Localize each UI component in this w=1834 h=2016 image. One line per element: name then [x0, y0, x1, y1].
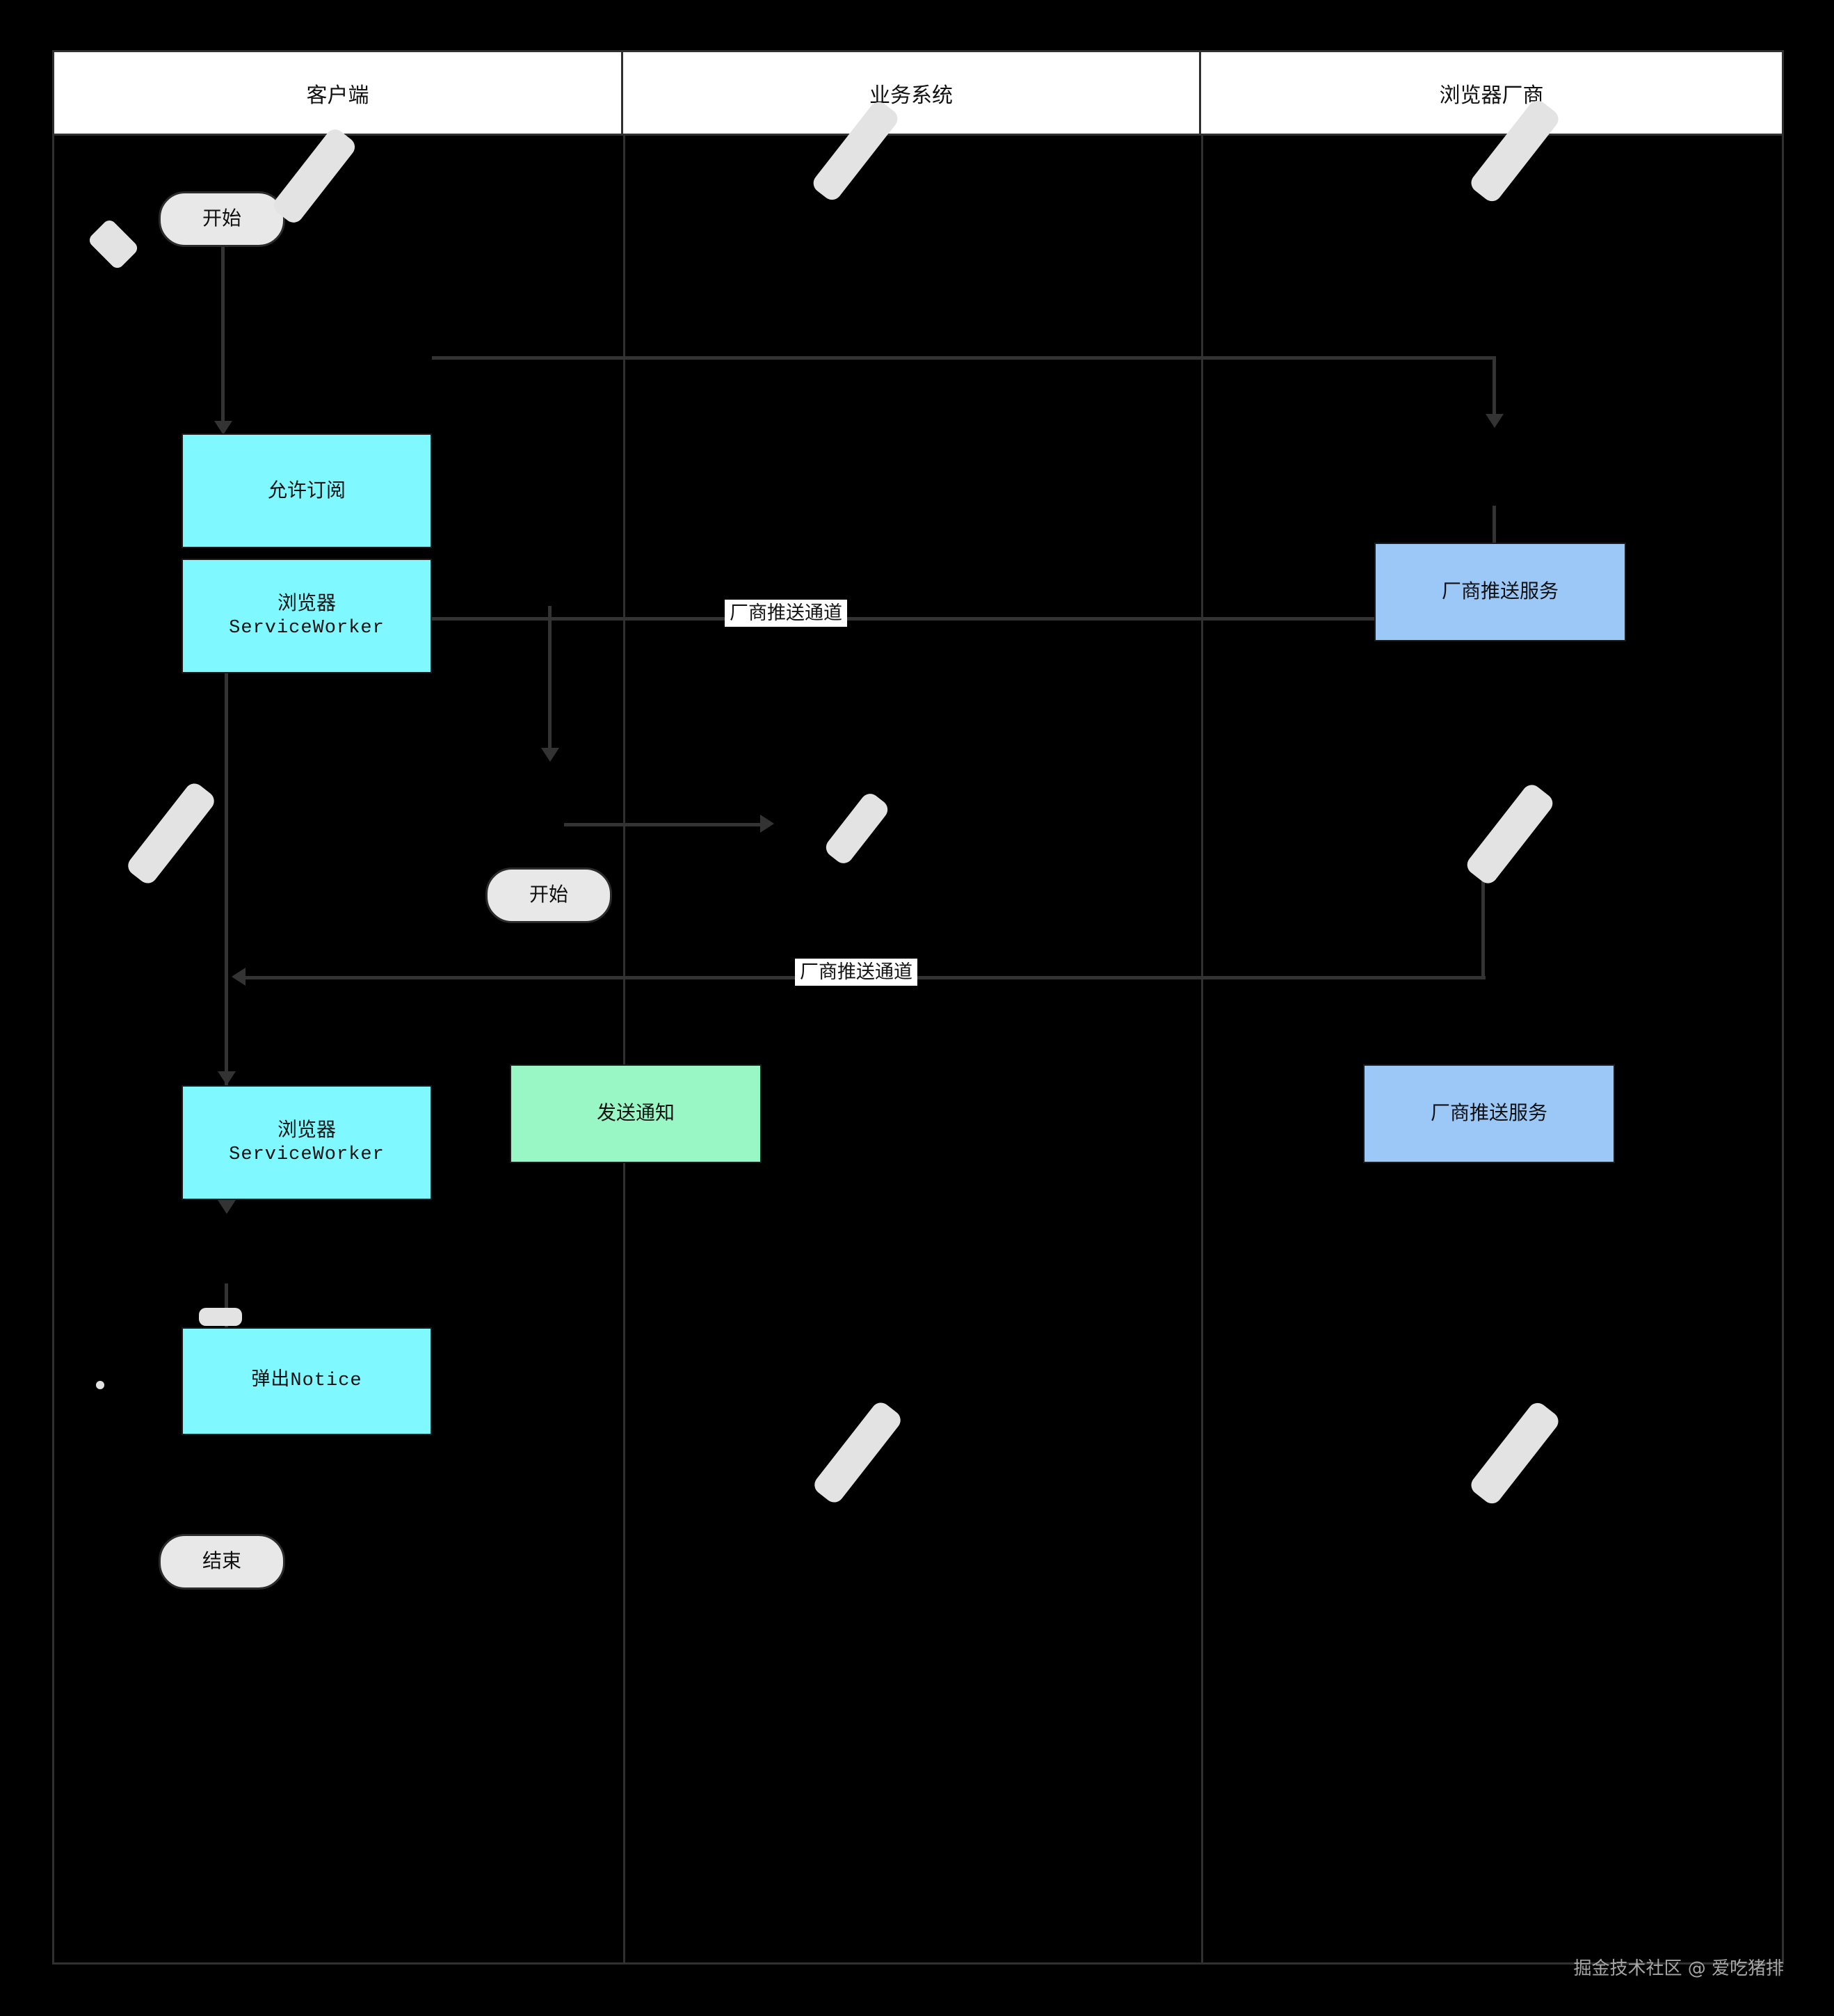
edge-push1-to-sw1-h: [236, 617, 1495, 621]
lane-divider-1: [623, 136, 625, 1962]
node-service-worker-2-label-line1: 浏览器: [277, 1119, 336, 1142]
node-start-service-label: 开始: [529, 884, 568, 906]
node-allow-subscribe[interactable]: 允许订阅: [182, 433, 432, 548]
redaction-smudge-icon: [96, 1381, 104, 1389]
node-start-client-label: 开始: [202, 208, 241, 230]
redaction-smudge-icon: [86, 217, 140, 271]
edge-startsvc-to-send: [548, 606, 552, 752]
node-push-service-2[interactable]: 厂商推送服务: [1363, 1064, 1615, 1163]
node-popup-notice-label: 弹出Notice: [251, 1370, 362, 1392]
lane-header-client-label: 客户端: [306, 83, 369, 107]
redaction-smudge-icon: [810, 1398, 905, 1507]
edge-sw1-to-sw2-arrow: [218, 1071, 236, 1085]
edge-sw1-to-sw2-a: [225, 671, 228, 880]
edge-startsvc-to-send-arrow: [541, 748, 559, 762]
node-service-worker-2-label-line2: ServiceWorker: [229, 1144, 385, 1166]
node-send-notification-label: 发送通知: [596, 1103, 675, 1125]
node-service-worker-1-label-line1: 浏览器: [277, 593, 336, 615]
lane-header-service: 业务系统: [623, 52, 1201, 134]
node-end-client-label: 结束: [202, 1551, 241, 1573]
edge-start-to-allow: [221, 246, 225, 426]
node-allow-subscribe-label: 允许订阅: [267, 479, 346, 502]
edge-sw1-to-sw2-b: [225, 880, 228, 1085]
lane-header-vendor-label: 浏览器厂商: [1439, 83, 1544, 107]
node-popup-notice[interactable]: 弹出Notice: [182, 1327, 432, 1435]
node-service-worker-1[interactable]: 浏览器 ServiceWorker: [182, 559, 432, 673]
node-send-notification[interactable]: 发送通知: [510, 1064, 762, 1163]
lane-divider-2: [1201, 136, 1203, 1962]
edge-send-to-push2-h: [564, 823, 766, 826]
redaction-smudge-icon: [1467, 1399, 1563, 1507]
redaction-smudge-icon: [822, 790, 892, 867]
node-push-service-2-label: 厂商推送服务: [1430, 1103, 1547, 1125]
node-service-worker-2[interactable]: 浏览器 ServiceWorker: [182, 1085, 432, 1200]
edge-allow-to-push1-arrow: [1486, 414, 1504, 428]
node-service-worker-1-label-line2: ServiceWorker: [229, 618, 385, 639]
edge-label-channel-1: 厂商推送通道: [725, 600, 847, 627]
redaction-smudge-icon: [270, 125, 359, 227]
redaction-smudge-icon: [124, 779, 218, 888]
swimlane-diagram: 客户端 业务系统 浏览器厂商 厂商推送通道 厂商推送通道: [52, 50, 1784, 1965]
lane-header-row: 客户端 业务系统 浏览器厂商: [54, 52, 1782, 136]
node-push-service-1[interactable]: 厂商推送服务: [1374, 543, 1626, 641]
edge-push2-to-sw2-v: [1481, 874, 1485, 977]
lane-header-client: 客户端: [54, 52, 623, 134]
node-end-client[interactable]: 结束: [159, 1534, 285, 1590]
edge-push2-to-sw2-arrow: [232, 968, 246, 986]
node-start-client[interactable]: 开始: [159, 191, 285, 247]
watermark: 掘金技术社区 @ 爱吃猪排: [1573, 1958, 1784, 1979]
edge-send-to-push2-arrow: [760, 815, 774, 833]
node-push-service-1-label: 厂商推送服务: [1441, 581, 1559, 603]
edge-sw2-to-popup-arrow: [218, 1200, 236, 1214]
node-start-service[interactable]: 开始: [485, 867, 612, 923]
edge-label-channel-2: 厂商推送通道: [795, 959, 917, 986]
redaction-smudge-icon: [1463, 781, 1557, 888]
edge-allow-to-push1-v: [1493, 356, 1496, 422]
redaction-smudge-icon: [199, 1308, 242, 1326]
edge-start-to-allow-arrow: [214, 421, 232, 435]
edge-allow-to-push1-h: [432, 356, 1496, 360]
lane-header-vendor: 浏览器厂商: [1201, 52, 1782, 134]
